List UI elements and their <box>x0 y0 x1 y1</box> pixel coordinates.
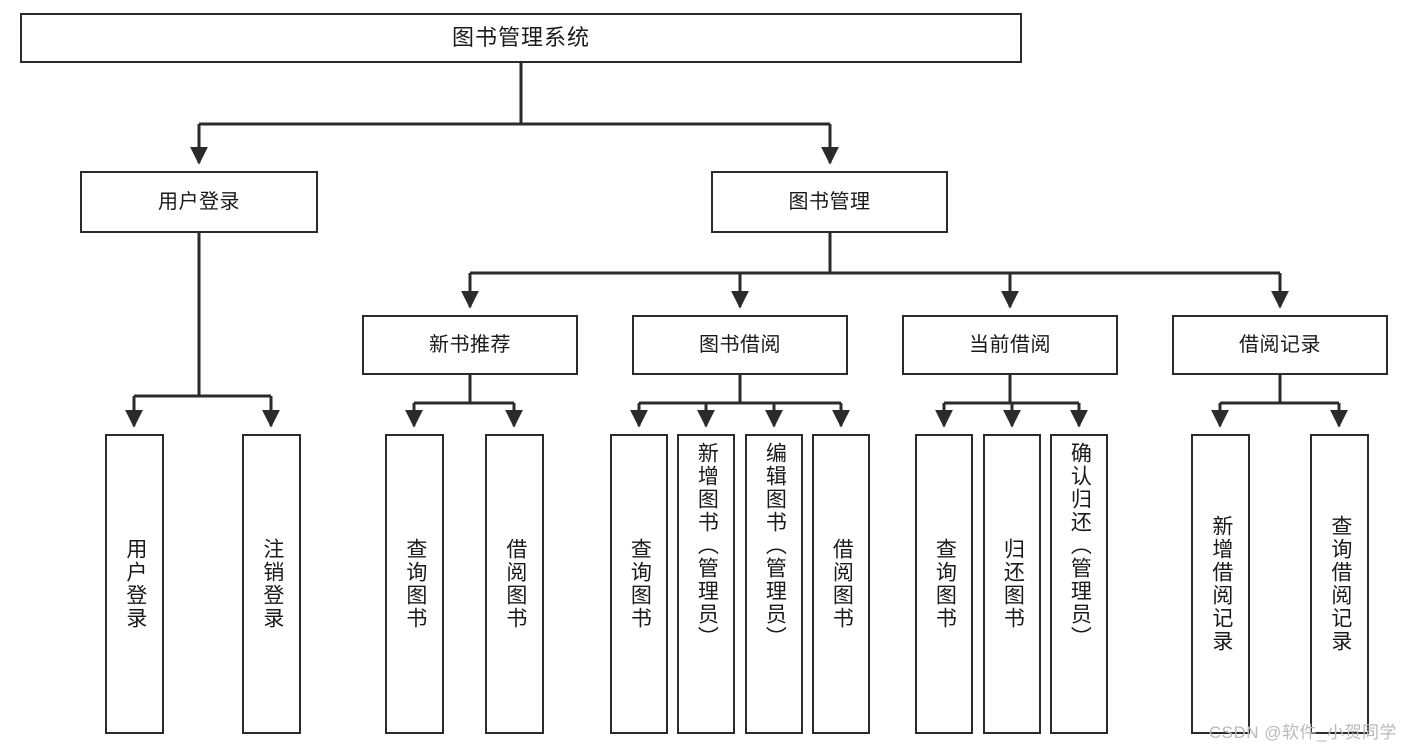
node-label: 借阅记录 <box>1239 333 1321 356</box>
leaf-borrow-book[interactable]: 借阅图书 <box>812 434 870 734</box>
leaf-add-book-admin[interactable]: 新增图书（管理员） <box>677 434 735 734</box>
node-label: 查询借阅记录 <box>1328 515 1352 653</box>
node-label: 借阅图书 <box>503 538 527 630</box>
leaf-query-borrow-record[interactable]: 查询借阅记录 <box>1310 434 1369 734</box>
node-label: 查询图书 <box>628 538 652 630</box>
leaf-user-login[interactable]: 用户登录 <box>105 434 164 734</box>
node-label: 当前借阅 <box>969 333 1051 356</box>
node-label: 用户登录 <box>123 538 147 630</box>
node-label: 查询图书 <box>403 538 427 630</box>
node-label: 用户登录 <box>158 190 240 213</box>
node-user-login[interactable]: 用户登录 <box>80 171 318 233</box>
node-label: 借阅图书 <box>830 538 854 630</box>
node-label: 编辑图书（管理员） <box>763 442 787 649</box>
node-label: 查询图书 <box>933 538 957 630</box>
leaf-query-book-newbook[interactable]: 查询图书 <box>385 434 444 734</box>
node-label: 新书推荐 <box>429 333 511 356</box>
node-label: 新增图书（管理员） <box>695 442 719 649</box>
node-new-book-recommend[interactable]: 新书推荐 <box>362 315 578 375</box>
leaf-query-book-borrow[interactable]: 查询图书 <box>610 434 668 734</box>
node-current-borrow[interactable]: 当前借阅 <box>902 315 1118 375</box>
node-label: 注销登录 <box>260 538 284 630</box>
watermark-text: CSDN @软件_小贺同学 <box>1208 723 1397 742</box>
node-label: 图书管理 <box>788 190 871 213</box>
node-root-book-management-system[interactable]: 图书管理系统 <box>20 13 1022 63</box>
leaf-add-borrow-record[interactable]: 新增借阅记录 <box>1191 434 1250 734</box>
node-book-management[interactable]: 图书管理 <box>711 171 948 233</box>
leaf-borrow-book-newbook[interactable]: 借阅图书 <box>485 434 544 734</box>
node-label: 图书管理系统 <box>451 24 590 50</box>
node-label: 归还图书 <box>1001 538 1025 630</box>
node-label: 确认归还（管理员） <box>1068 442 1092 649</box>
leaf-query-book-current[interactable]: 查询图书 <box>915 434 973 734</box>
leaf-logout[interactable]: 注销登录 <box>242 434 301 734</box>
leaf-confirm-return-admin[interactable]: 确认归还（管理员） <box>1050 434 1108 734</box>
node-borrow-records[interactable]: 借阅记录 <box>1172 315 1388 375</box>
node-label: 图书借阅 <box>699 333 781 356</box>
leaf-return-book[interactable]: 归还图书 <box>983 434 1041 734</box>
leaf-edit-book-admin[interactable]: 编辑图书（管理员） <box>745 434 803 734</box>
node-book-borrow[interactable]: 图书借阅 <box>632 315 848 375</box>
node-label: 新增借阅记录 <box>1209 515 1233 653</box>
